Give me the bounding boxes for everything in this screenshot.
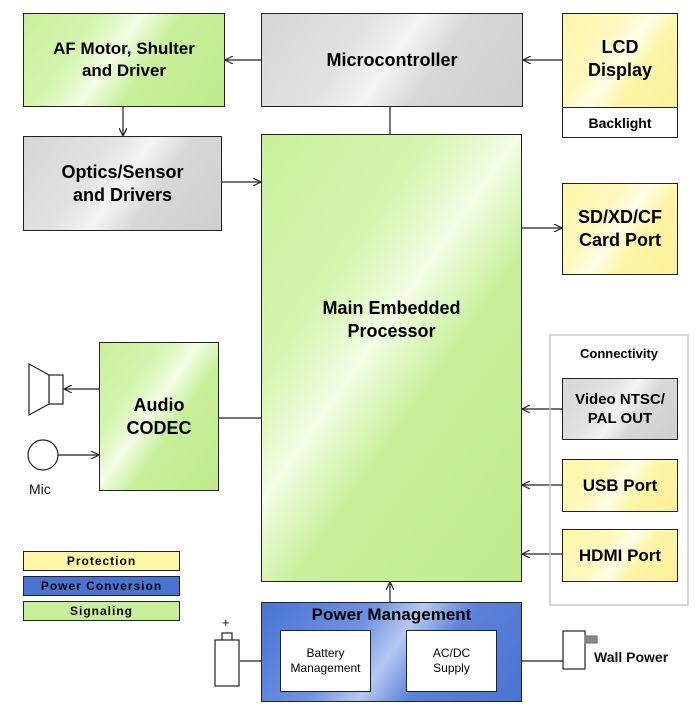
main-processor-block: Main Embedded Processor [261,134,522,582]
legend-signaling-label: Signaling [70,604,133,618]
legend-power-conversion-label: Power Conversion [40,579,163,593]
backlight-label: Backlight [588,114,652,131]
microcontroller-block: Microcontroller [261,13,523,107]
mic-label: Mic [29,481,51,497]
usb-port-label: USB Port [582,475,658,495]
optics-sensor-block: Optics/Sensor and Drivers [23,136,222,231]
legend-power-conversion: Power Conversion [23,576,180,596]
af-motor-block: AF Motor, Shulter and Driver [23,13,225,107]
audio-codec-label: Audio CODEC [126,394,192,438]
battery-management-block: Battery Management [280,630,371,692]
battery-management-label: Battery Management [290,646,361,675]
backlight-block: Backlight [562,107,678,138]
wall-power-label: Wall Power [594,649,669,665]
wall-plug-icon [562,630,598,670]
microcontroller-label: Microcontroller [326,49,458,70]
usb-port-block: USB Port [562,459,678,512]
sd-card-label: SD/XD/CF Card Port [577,207,662,250]
optics-sensor-label: Optics/Sensor and Drivers [61,161,184,205]
sd-card-block: SD/XD/CF Card Port [562,183,678,275]
power-management-label: Power Management [311,605,472,624]
battery-plus-label: + [222,615,230,630]
microphone-icon [27,439,59,471]
acdc-supply-label: AC/DC Supply [432,646,471,675]
lcd-display-label: LCD Display [587,37,653,80]
video-out-label: Video NTSC/ PAL OUT [575,391,665,427]
hdmi-port-block: HDMI Port [562,529,678,582]
acdc-supply-block: AC/DC Supply [406,630,497,692]
legend-signaling: Signaling [23,601,180,621]
hdmi-port-label: HDMI Port [578,545,662,565]
legend-protection-label: Protection [66,554,137,568]
legend-protection: Protection [23,551,180,571]
speaker-icon [28,362,64,417]
battery-icon [214,632,240,687]
main-processor-label: Main Embedded Processor [322,298,461,341]
lcd-display-block: LCD Display [562,13,678,108]
connectivity-frame [549,334,689,606]
video-out-block: Video NTSC/ PAL OUT [562,378,678,440]
connectivity-label: Connectivity [579,346,658,361]
audio-codec-block: Audio CODEC [99,342,219,491]
af-motor-label: AF Motor, Shulter and Driver [53,39,195,80]
